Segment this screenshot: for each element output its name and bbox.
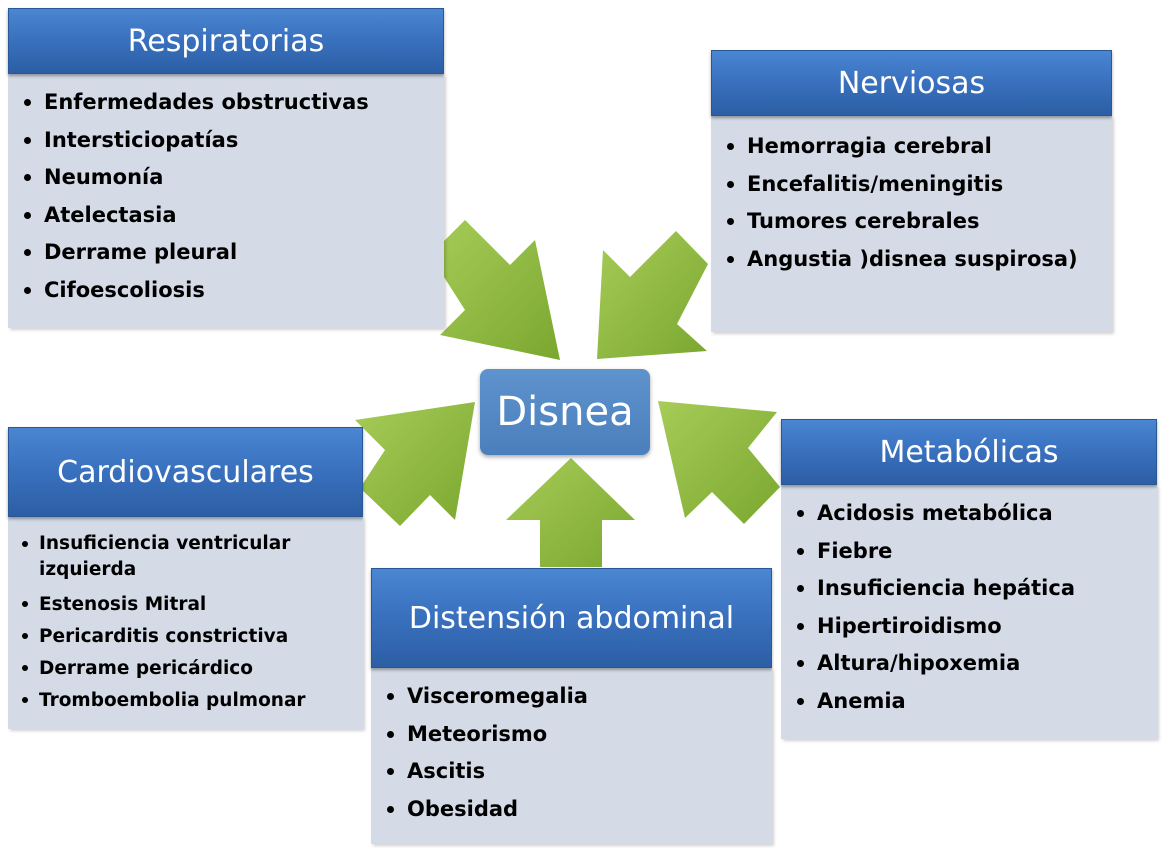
list-item: Intersticiopatías (22, 122, 444, 160)
card-nerviosas: Nerviosas Hemorragia cerebral Encefaliti… (711, 50, 1112, 332)
card-header-metabolicas: Metabólicas (781, 419, 1157, 485)
list-item: Fiebre (795, 533, 1157, 571)
card-body-metabolicas: Acidosis metabólica Fiebre Insuficiencia… (781, 485, 1157, 739)
arrow-distension (506, 458, 635, 567)
list-item: Insuficiencia ventricular izquierda (20, 531, 355, 583)
list-item: Hipertiroidismo (795, 608, 1157, 646)
card-body-nerviosas: Hemorragia cerebral Encefalitis/meningit… (711, 116, 1112, 332)
list-item: Pericarditis constrictiva (20, 621, 355, 653)
arrow-nerviosas (597, 231, 708, 359)
list-item: Hemorragia cerebral (725, 128, 1112, 166)
list-item: Altura/hipoxemia (795, 645, 1157, 683)
arrow-metabolicas (658, 401, 780, 524)
list-item: Ascitis (385, 753, 772, 791)
card-respiratorias: Respiratorias Enfermedades obstructivas … (8, 8, 444, 328)
arrow-respiratorias (430, 220, 560, 360)
item-list: Enfermedades obstructivas Intersticiopat… (22, 84, 444, 309)
list-item: Atelectasia (22, 197, 444, 235)
list-item: Angustia )disnea suspirosa) (725, 241, 1112, 279)
list-item: Obesidad (385, 791, 772, 829)
list-item: Tromboembolia pulmonar (20, 685, 355, 717)
card-metabolicas: Metabólicas Acidosis metabólica Fiebre I… (781, 419, 1157, 739)
item-list: Insuficiencia ventricular izquierda Este… (20, 531, 355, 717)
list-item: Insuficiencia hepática (795, 570, 1157, 608)
card-header-distension-abdominal: Distensión abdominal (371, 568, 772, 668)
list-item: Visceromegalia (385, 678, 772, 716)
card-body-distension-abdominal: Visceromegalia Meteorismo Ascitis Obesid… (371, 668, 772, 844)
item-list: Acidosis metabólica Fiebre Insuficiencia… (795, 495, 1157, 720)
item-list: Visceromegalia Meteorismo Ascitis Obesid… (385, 678, 772, 828)
list-item: Anemia (795, 683, 1157, 721)
item-list: Hemorragia cerebral Encefalitis/meningit… (725, 128, 1112, 278)
card-title: Cardiovasculares (57, 454, 314, 490)
card-distension-abdominal: Distensión abdominal Visceromegalia Mete… (371, 568, 772, 844)
list-item: Cifoescoliosis (22, 272, 444, 310)
card-title: Metabólicas (879, 434, 1059, 470)
card-header-cardiovasculares: Cardiovasculares (8, 427, 363, 517)
card-body-cardiovasculares: Insuficiencia ventricular izquierda Este… (8, 517, 363, 729)
center-title: Disnea (496, 389, 634, 435)
list-item: Enfermedades obstructivas (22, 84, 444, 122)
card-title: Distensión abdominal (408, 600, 735, 636)
list-item: Encefalitis/meningitis (725, 166, 1112, 204)
card-cardiovasculares: Cardiovasculares Insuficiencia ventricul… (8, 427, 363, 729)
list-item: Estenosis Mitral (20, 589, 355, 621)
card-header-nerviosas: Nerviosas (711, 50, 1112, 116)
arrow-cardiovasculares (355, 402, 475, 526)
list-item: Meteorismo (385, 716, 772, 754)
list-item: Neumonía (22, 159, 444, 197)
list-item: Derrame pleural (22, 234, 444, 272)
list-item: Acidosis metabólica (795, 495, 1157, 533)
center-node-disnea: Disnea (480, 369, 650, 455)
list-item: Derrame pericárdico (20, 653, 355, 685)
card-body-respiratorias: Enfermedades obstructivas Intersticiopat… (8, 74, 444, 328)
list-item: Tumores cerebrales (725, 203, 1112, 241)
card-title: Respiratorias (127, 23, 325, 59)
card-title: Nerviosas (837, 65, 986, 101)
card-header-respiratorias: Respiratorias (8, 8, 444, 74)
